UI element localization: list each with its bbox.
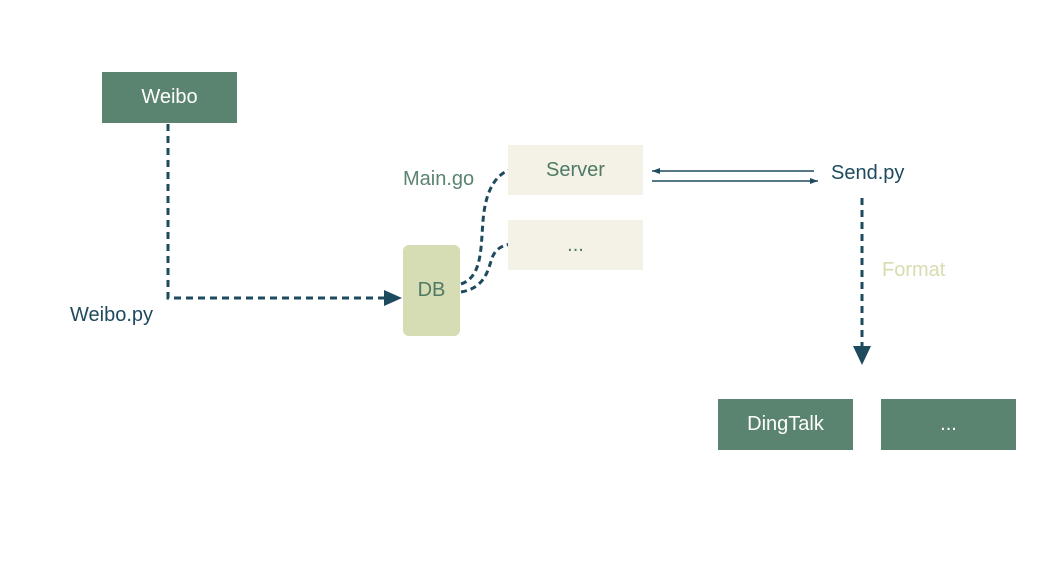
weibo-node: Weibo <box>102 72 237 123</box>
main-go-label: Main.go <box>403 168 475 190</box>
edge-weibo-to-db <box>166 124 390 300</box>
format-label: Format <box>882 259 946 281</box>
weibo-py-label: Weibo.py <box>70 304 154 326</box>
db-node: DB <box>403 245 460 336</box>
dingtalk-node: DingTalk <box>718 399 853 450</box>
server-more-node: ... <box>508 220 643 270</box>
dingtalk-node-label: DingTalk <box>747 413 824 435</box>
server-node: Server <box>508 145 643 195</box>
server-node-label: Server <box>546 158 605 181</box>
arrowhead-outputs <box>853 346 871 365</box>
server-more-node-label: ... <box>567 233 584 256</box>
arrowhead-db <box>384 290 402 306</box>
output-more-node-label: ... <box>940 413 957 435</box>
weibo-node-label: Weibo <box>141 86 198 108</box>
db-node-label: DB <box>417 279 446 301</box>
edge-db-to-server-more <box>460 242 513 294</box>
send-py-label: Send.py <box>831 162 905 184</box>
output-more-node: ... <box>881 399 1016 450</box>
